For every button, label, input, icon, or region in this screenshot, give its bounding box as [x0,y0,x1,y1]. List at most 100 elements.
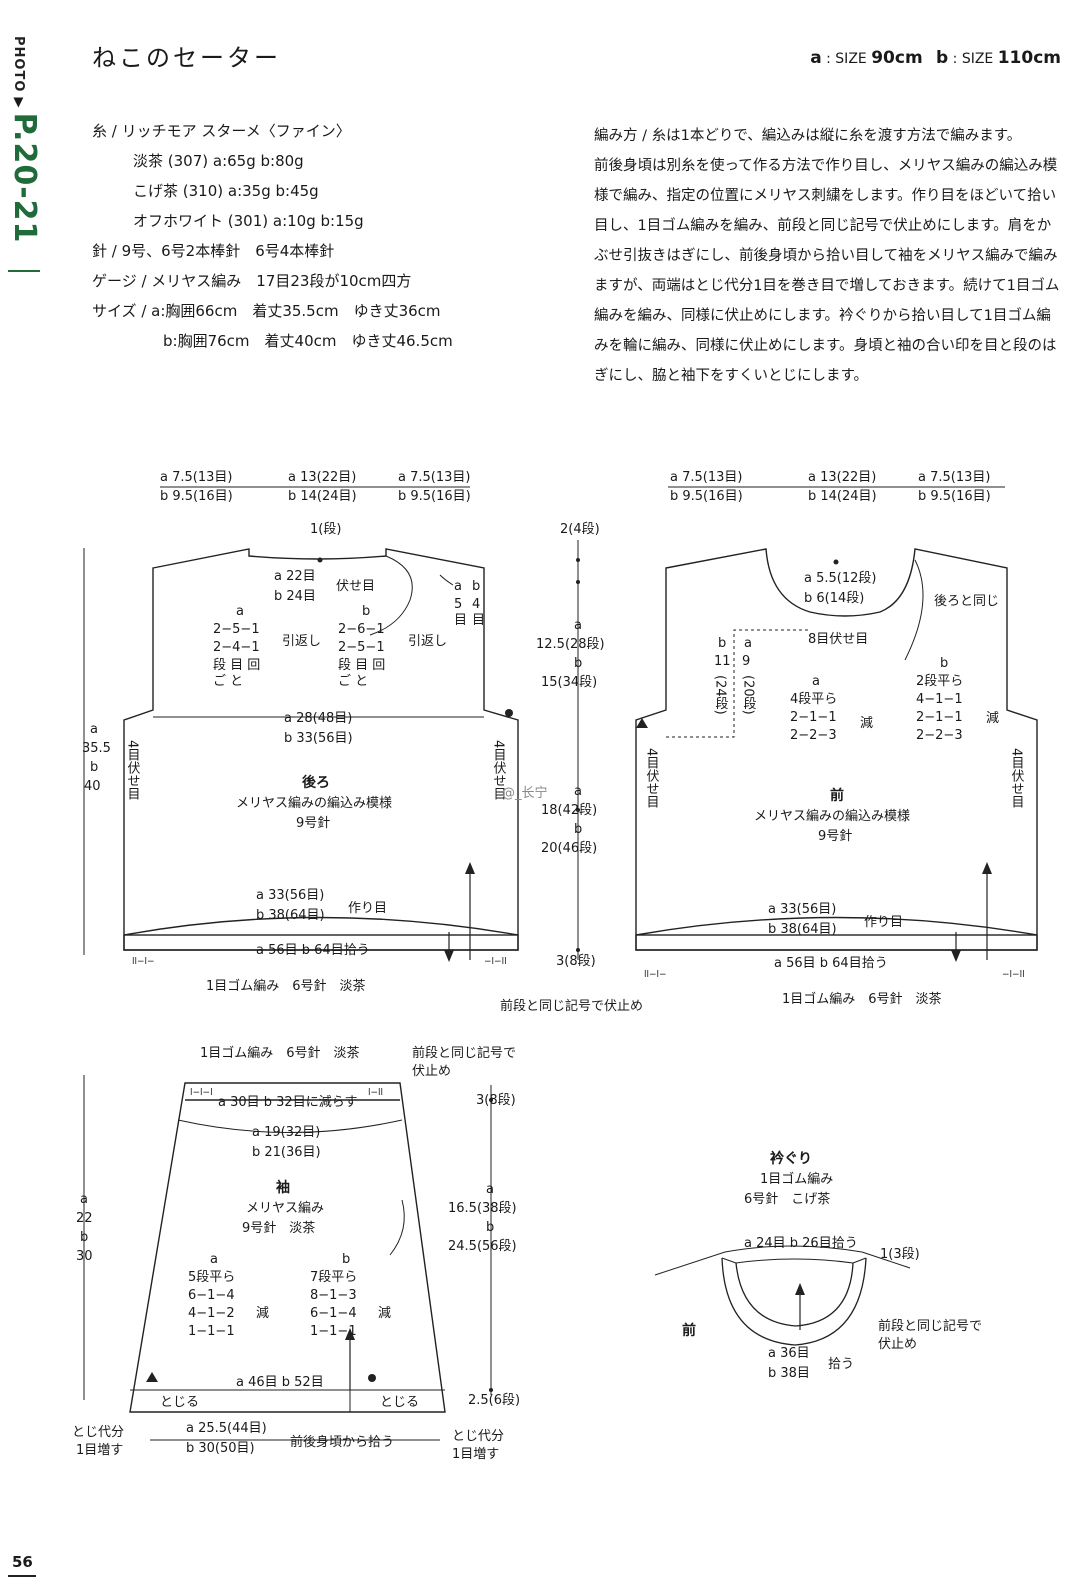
neckband-outer [721,1257,867,1346]
front-rib-mark-r: −l−ll [1002,970,1025,980]
back-sh-a-h: a [236,604,244,619]
sleeve-inc-a-1: 6−1−4 [188,1288,235,1303]
back-ab-a: a [454,579,462,594]
back-sh-b-3: 段 目 回 [338,658,385,673]
materials-color-2: こげ茶 (310) a:35g b:45g [133,182,319,200]
front-dec-b-0: 2段平ら [916,674,963,689]
sleeve-pick-a: a 25.5(44目) [186,1421,267,1436]
front-dec-b-2: 2−1−1 [916,710,963,725]
neckband-pick-top: a 24目 b 26目拾う [744,1236,858,1251]
sleeve-bottom-count: a 46目 b 52目 [236,1375,324,1390]
neckband-pick-a: a 36目 [768,1346,810,1361]
sleeve-inc-a-h: a [210,1252,218,1267]
sleeve-inc-b-label: 減 [378,1305,391,1321]
front-dec-a-1: 2−1−1 [790,710,837,725]
front-cast-b: b 38(64目) [768,922,837,937]
materials-needles: 針 / 9号、6号2本棒針 6号4本棒針 [92,242,335,260]
neckband-pick: 拾う [828,1357,854,1372]
sleeve-r-b-val: 24.5(56段) [448,1239,517,1254]
sleeve-rib-mark-r: l−ll [368,1088,383,1098]
front-name: 前 [830,787,844,804]
front-dec-a-gen: 減 [860,715,873,731]
front-dep-a: a [744,636,752,651]
neckband-same-bo-2: 伏止め [878,1337,917,1352]
back-sh-b-1: 2−6−1 [338,622,385,637]
sleeve-h-a-val: 22 [76,1211,93,1226]
center-r6: 3(8段) [556,954,596,969]
page-number: 56 [12,1553,33,1571]
center-r2: 12.5(28段) [536,637,605,652]
back-height-a-val: 35.5 [82,741,111,756]
back-top-center-b: b 14(24目) [288,489,357,504]
center-b2: b [574,822,582,837]
sleeve-pattern: メリヤス編み [246,1200,324,1216]
sleeve-r-a: a [486,1182,494,1197]
sleeve-same-bo-2: 伏止め [412,1064,451,1079]
back-top-left-b: b 9.5(16目) [160,489,233,504]
back-pattern: メリヤス編みの編込み模様 [236,795,392,811]
front-dep-a-val: 9 [742,654,750,669]
back-width-a: a 28(48目) [284,711,352,726]
center-b: b [574,656,582,671]
back-neck-rows: 1(段) [310,522,341,537]
back-rib-mark-r: −l−ll [484,957,507,967]
back-sh-b-4: ご と [338,673,368,689]
size-info: a : SIZE 90cm b : SIZE 110cm [810,48,1061,68]
center-r3: 15(34段) [541,675,597,690]
sleeve-name: 袖 [276,1179,290,1196]
back-cast: 作り目 [348,901,387,916]
side-rule [8,270,40,272]
front-dec-a-0: 4段平ら [790,692,837,707]
front-dep-b-rows: (24段) [713,675,729,715]
materials-size-a: サイズ / a:胸囲66cm 着丈35.5cm ゆき丈36cm [92,302,441,320]
back-height-b-val: 40 [84,779,101,794]
back-bindoff-left: 4目伏せ目 [125,740,141,801]
front-same-back: 後ろと同じ [934,594,999,609]
neckband-pick-b: b 38目 [768,1366,810,1381]
sleeve-inc-right-2: 1目増す [452,1447,499,1462]
back-name: 後ろ [302,774,330,791]
back-hikikaeshi-b: 引返し [408,634,447,649]
sleeve-inc-b-h: b [342,1252,350,1267]
sleeve-inc-b-3: 1−1−1 [310,1324,357,1339]
sleeve-inc-right-1: とじ代分 [452,1429,504,1444]
neckband-front: 前 [682,1322,696,1339]
back-needle: 9号針 [296,816,330,831]
front-neck-a: a 5.5(12段) [804,571,876,586]
front-top-right-b: b 9.5(16目) [918,489,991,504]
sleeve-r-top: 3(8段) [476,1093,516,1108]
sleeve-pick-b: b 30(50目) [186,1441,255,1456]
back-width-b: b 33(56目) [284,731,353,746]
back-pick: a 56目 b 64目拾う [256,943,370,958]
sleeve-h-a: a [80,1192,88,1207]
front-dep-a-rows: (20段) [741,675,757,715]
front-needle: 9号針 [818,829,852,844]
sleeve-dec-top: a 30目 b 32目に減らす [218,1094,357,1110]
back-neck-b: b 24目 [274,589,316,604]
materials-gauge: ゲージ / メリヤス編み 17目23段が10cm四方 [92,272,412,290]
front-dec-b-3: 2−2−3 [916,728,963,743]
sleeve-pick: 前後身頃から拾う [290,1434,394,1450]
back-rib: 1目ゴム編み 6号針 淡茶 [206,978,366,994]
back-ab-5: 5 [454,597,462,612]
front-dec-a-h: a [812,674,820,689]
page-number-rule [8,1575,36,1577]
sleeve-inc-a-3: 1−1−1 [188,1324,235,1339]
materials-size-b: b:胸囲76cm 着丈40cm ゆき丈46.5cm [163,332,453,350]
front-cast-a: a 33(56目) [768,902,836,917]
sleeve-inc-b-2: 6−1−4 [310,1306,357,1321]
back-hikikaeshi-a: 引返し [282,634,321,649]
center-a: a [574,618,582,633]
front-outline [635,548,1038,951]
front-top-center-b: b 14(24目) [808,489,877,504]
neckband-same-bo-1: 前段と同じ記号で [878,1318,982,1334]
front-cast: 作り目 [864,915,903,930]
back-top-right-b: b 9.5(16目) [398,489,471,504]
sleeve-rib: 1目ゴム編み 6号針 淡茶 [200,1045,360,1061]
sleeve-inc-b-0: 7段平ら [310,1270,357,1285]
front-dec-b-h: b [940,656,948,671]
back-neck-bindoff: 伏せ目 [336,579,375,594]
watermark: @_长宁 [502,785,548,801]
center-r4: 18(42段) [541,803,597,818]
